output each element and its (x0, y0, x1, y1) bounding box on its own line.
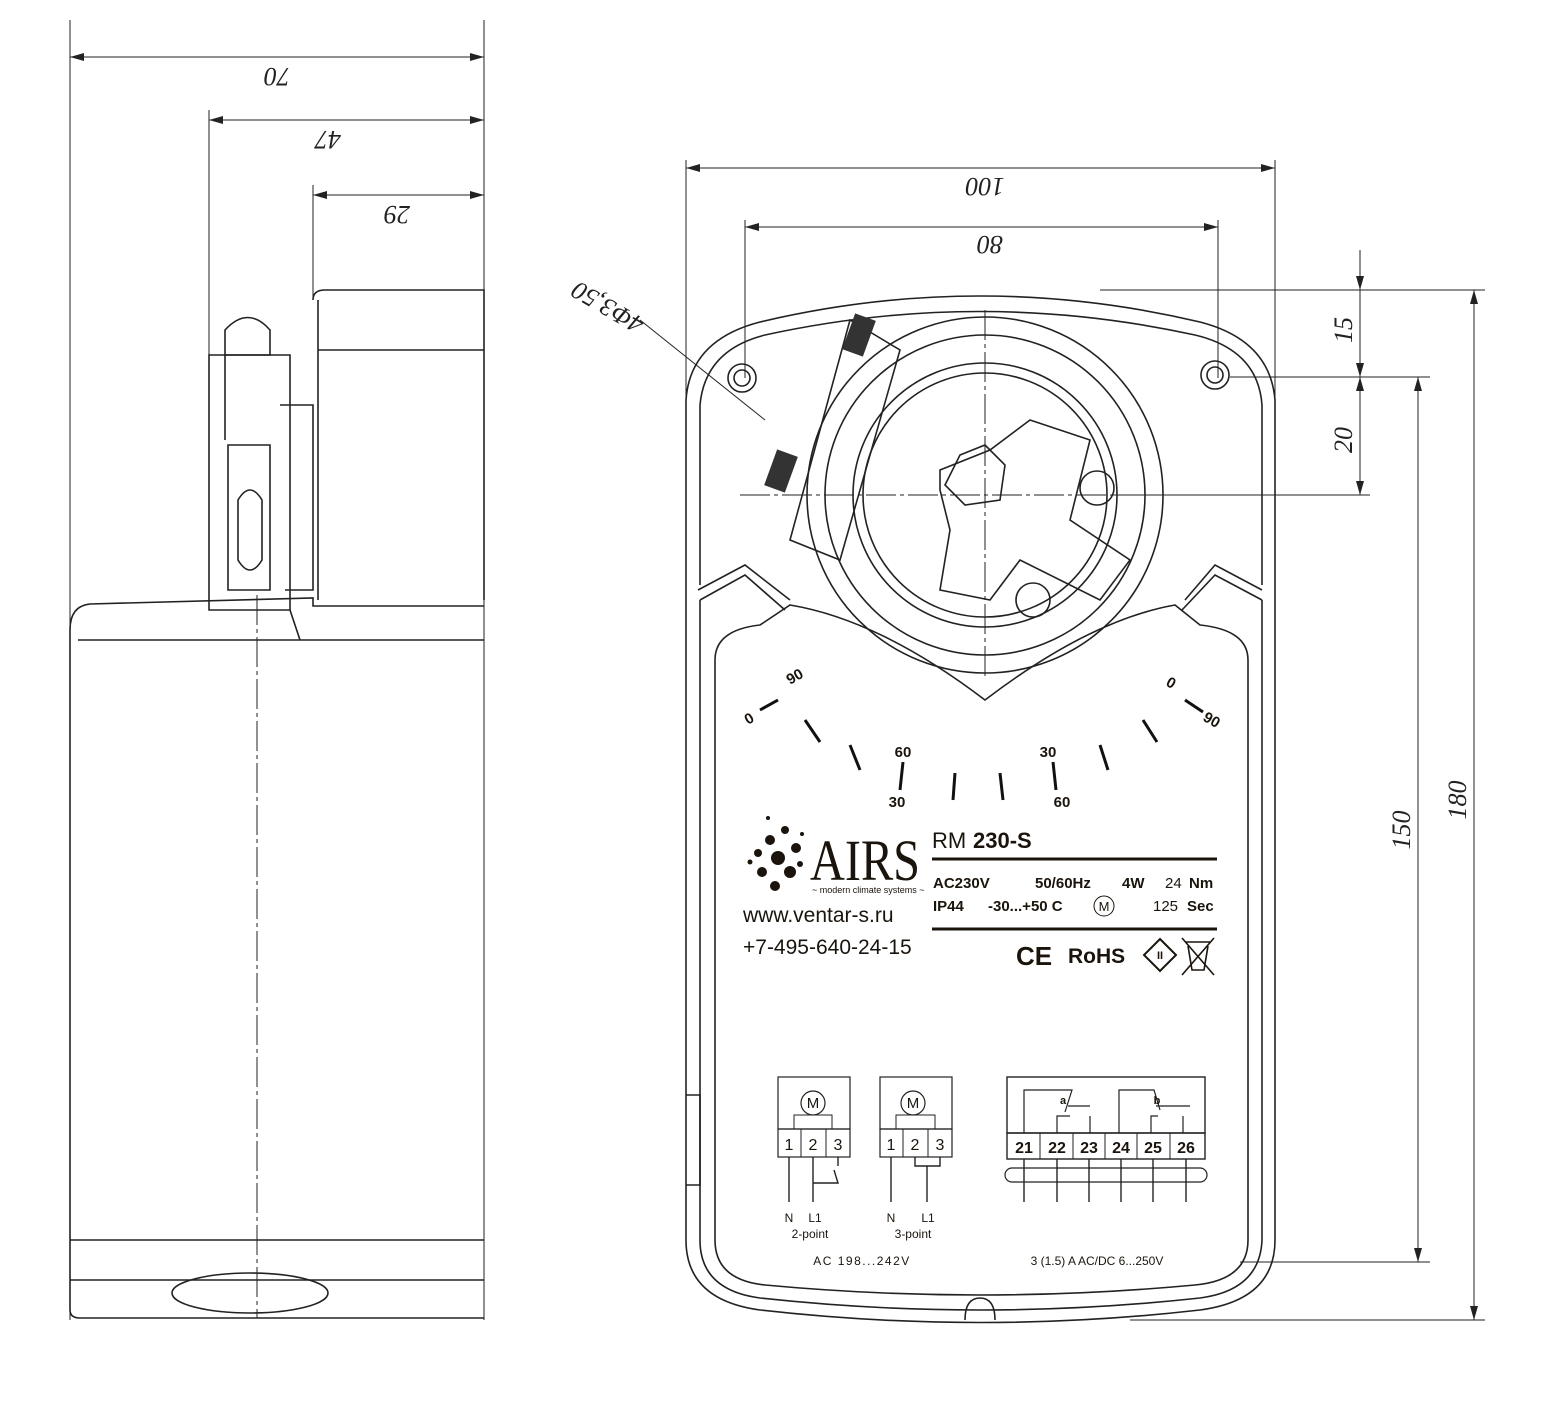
motor-letter: M (807, 1095, 820, 1112)
wiring-aux-switches: a b 21 22 23 24 25 26 3 (1.5) A AC/DC 6.… (1004, 1076, 1208, 1268)
caption-2-point: 2-point (792, 1227, 829, 1241)
spec-frequency: 50/60Hz (1035, 875, 1091, 892)
spec-torque-unit: Nm (1189, 875, 1213, 892)
ce-mark: CE (1016, 941, 1052, 971)
weee-bin-icon (1181, 937, 1215, 976)
terminal-3: 3 (936, 1137, 945, 1154)
terminal-24: 24 (1112, 1140, 1130, 1157)
motor-symbol-icon (1093, 895, 1115, 917)
terminal-21: 21 (1015, 1140, 1033, 1157)
website: www.ventar-s.ru (742, 904, 894, 927)
terminal-25: 25 (1144, 1140, 1162, 1157)
scale-mid-left-30: 30 (889, 794, 906, 811)
spec-time-unit: Sec (1187, 898, 1214, 915)
nameplate: AIRS ~ modern climate systems ~ RM 230-S… (742, 816, 1217, 976)
wire-l1: L1 (921, 1211, 935, 1225)
supply-voltage: AC 198...242V (813, 1254, 911, 1268)
side-view: 70 47 29 (69, 20, 485, 1320)
dim-total-height: 180 (1443, 781, 1472, 820)
spec-ip: IP44 (933, 898, 965, 915)
class-ii-icon (1142, 937, 1178, 973)
dim-front-width: 100 (966, 172, 1005, 201)
wiring-2-point: M 1 2 3 N L1 2-point (777, 1076, 851, 1241)
spec-temperature: -30...+50 C (988, 898, 1063, 915)
class-ii-text: II (1157, 950, 1163, 962)
dim-hole-diameter: 4Φ3,50 (567, 275, 649, 339)
spec-time-value: 125 (1153, 898, 1178, 915)
terminal-2: 2 (809, 1137, 818, 1154)
dim-side-top: 29 (384, 200, 410, 229)
spec-voltage: AC230V (933, 875, 990, 892)
switch-a-label: a (1060, 1095, 1067, 1107)
terminal-23: 23 (1080, 1140, 1098, 1157)
dim-side-mid: 47 (314, 125, 341, 154)
terminal-22: 22 (1048, 1140, 1066, 1157)
angle-scale: 90 0 60 30 30 60 0 90 (742, 665, 1223, 811)
scale-left-0: 0 (742, 710, 758, 729)
brand-tagline: ~ modern climate systems ~ (812, 885, 925, 895)
phone: +7-495-640-24-15 (743, 936, 912, 959)
caption-3-point: 3-point (895, 1227, 932, 1241)
terminal-1: 1 (887, 1137, 896, 1154)
model-number: 230-S (973, 828, 1032, 853)
motor-letter: M (907, 1095, 920, 1112)
scale-right-90: 90 (1200, 709, 1223, 732)
scale-mid-right-60: 60 (1054, 794, 1071, 811)
spec-torque-value: 24 (1165, 875, 1182, 892)
dim-hole-spacing: 80 (977, 230, 1003, 259)
terminal-1: 1 (785, 1137, 794, 1154)
wire-n: N (785, 1211, 794, 1225)
terminal-3: 3 (834, 1137, 843, 1154)
airs-logo-dots (747, 816, 804, 891)
terminal-26: 26 (1177, 1140, 1195, 1157)
dim-hub-offset: 20 (1329, 427, 1358, 453)
aux-rating: 3 (1.5) A AC/DC 6...250V (1031, 1254, 1164, 1268)
dim-hole-to-bottom: 150 (1387, 811, 1416, 850)
spec-power: 4W (1122, 875, 1145, 892)
front-view: 100 80 4Φ3,50 15 20 150 180 (567, 160, 1485, 1324)
brand-logo: AIRS (810, 828, 920, 893)
wire-n: N (887, 1211, 896, 1225)
terminal-2: 2 (911, 1137, 920, 1154)
scale-left-90: 90 (784, 665, 807, 688)
scale-mid-right-30: 30 (1040, 744, 1057, 761)
model-prefix: RM (932, 828, 966, 853)
scale-right-0: 0 (1163, 674, 1179, 693)
wire-l1: L1 (808, 1211, 822, 1225)
switch-b-label: b (1154, 1095, 1161, 1107)
dim-top-offset: 15 (1329, 317, 1358, 343)
dim-side-total: 70 (264, 62, 290, 91)
rohs-mark: RoHS (1068, 945, 1125, 968)
wiring-3-point: M 1 2 3 N L1 3-point (879, 1076, 953, 1241)
scale-mid-left-60: 60 (895, 744, 912, 761)
motor-symbol-letter: M (1099, 899, 1110, 914)
